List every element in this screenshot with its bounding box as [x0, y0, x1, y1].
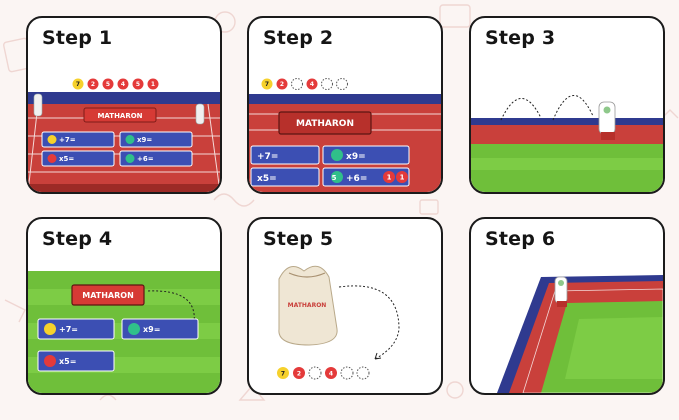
svg-text:+7=: +7= [257, 152, 278, 162]
matharon-box [83, 107, 157, 123]
step-4-scene: MATHARON +7= x9= x5= [28, 271, 220, 393]
svg-text:x5=: x5= [59, 155, 74, 163]
math-card [250, 145, 320, 165]
matharon-logo: MATHARON [296, 119, 354, 129]
token-bag-icon [278, 265, 338, 346]
svg-text:x9=: x9= [346, 152, 366, 162]
math-card [41, 131, 115, 148]
step-5-card: Step 5 MATHARON 7 2 4 [247, 217, 443, 395]
step-2-title: Step 2 [263, 27, 334, 49]
token-label: 4 [121, 81, 125, 88]
math-card [121, 318, 199, 340]
step-1-card: Step 1 7 2 5 4 5 1 MATHA [26, 16, 222, 194]
token-label: 2 [297, 371, 301, 378]
token-label: 7 [281, 371, 285, 378]
token-label: 7 [76, 81, 80, 88]
math-card [37, 350, 115, 372]
step-3-title: Step 3 [485, 27, 556, 49]
token-label: 4 [329, 371, 333, 378]
drop-arrow [338, 285, 400, 360]
answer-token: 1 [387, 174, 392, 182]
svg-text:x9=: x9= [137, 136, 152, 144]
token-label: 2 [280, 81, 284, 88]
matharon-logo: MATHARON [97, 112, 142, 120]
math-card [37, 318, 115, 340]
step-3-scene [471, 95, 663, 192]
math-card [119, 131, 193, 148]
bag-label: MATHARON [288, 302, 327, 309]
step-1-title: Step 1 [42, 27, 113, 49]
step-4-title: Step 4 [42, 228, 113, 250]
math-card [250, 167, 320, 187]
jump-path [500, 98, 542, 121]
step-2-card: Step 2 7 2 4 MATHARON +7= x9= [247, 16, 443, 194]
token-label: 4 [310, 81, 314, 88]
step-6-scene [497, 275, 663, 393]
token-label: 5 [136, 81, 140, 88]
token-label: 1 [151, 81, 155, 88]
math-card [119, 150, 193, 167]
svg-text:x5=: x5= [59, 357, 76, 366]
token-label: 7 [265, 81, 269, 88]
token-circle [72, 78, 84, 90]
step-6-card: Step 6 [469, 217, 665, 395]
step-1-scene: 7 2 5 4 5 1 MATHARON +7= x9= x5= [28, 78, 220, 192]
svg-text:x9=: x9= [143, 325, 160, 334]
svg-text:+6=: +6= [137, 155, 154, 163]
matharon-logo: MATHARON [82, 291, 134, 300]
token-label: 2 [91, 81, 95, 88]
svg-text:+7=: +7= [59, 136, 76, 144]
step-3-card: Step 3 [469, 16, 665, 194]
answer-token: 1 [400, 174, 405, 182]
game-piece [33, 93, 43, 117]
step-5-title: Step 5 [263, 228, 334, 250]
svg-text:+6=: +6= [346, 174, 367, 184]
svg-text:x5=: x5= [257, 174, 277, 184]
step-6-title: Step 6 [485, 228, 556, 250]
step-2-scene: 7 2 4 MATHARON +7= x9= x5= 5 +6= [249, 78, 441, 192]
svg-text:5: 5 [332, 174, 337, 182]
token-label: 5 [106, 81, 110, 88]
svg-text:+7=: +7= [59, 325, 78, 334]
math-card [41, 150, 115, 167]
step-4-card: Step 4 MATHARON +7= x9= x5= [26, 217, 222, 395]
step-5-scene: MATHARON 7 2 4 [277, 265, 400, 380]
math-card [322, 145, 410, 165]
